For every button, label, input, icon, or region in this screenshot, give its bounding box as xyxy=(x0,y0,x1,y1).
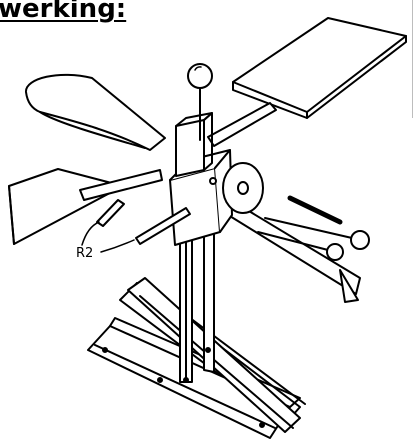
arm-top-right xyxy=(207,102,277,147)
rod-right xyxy=(264,217,370,250)
pulley-wheel xyxy=(222,162,264,214)
callout-arrows xyxy=(81,221,135,253)
arm-bottom-left xyxy=(79,169,163,201)
blade-top-right xyxy=(232,17,407,119)
section-heading: werking: xyxy=(0,0,127,24)
slot-left xyxy=(96,199,125,227)
page-edge-line xyxy=(412,0,413,118)
label-r2: R2 xyxy=(76,246,93,261)
rod-top xyxy=(187,63,213,141)
blade-top-left xyxy=(24,73,166,151)
blade-bottom-left xyxy=(8,168,124,245)
arm-bottom-right xyxy=(211,189,361,303)
vertical-mast xyxy=(179,214,215,383)
side-rod xyxy=(287,195,343,225)
slot-front xyxy=(135,207,191,245)
rod-lower-right xyxy=(257,231,344,261)
